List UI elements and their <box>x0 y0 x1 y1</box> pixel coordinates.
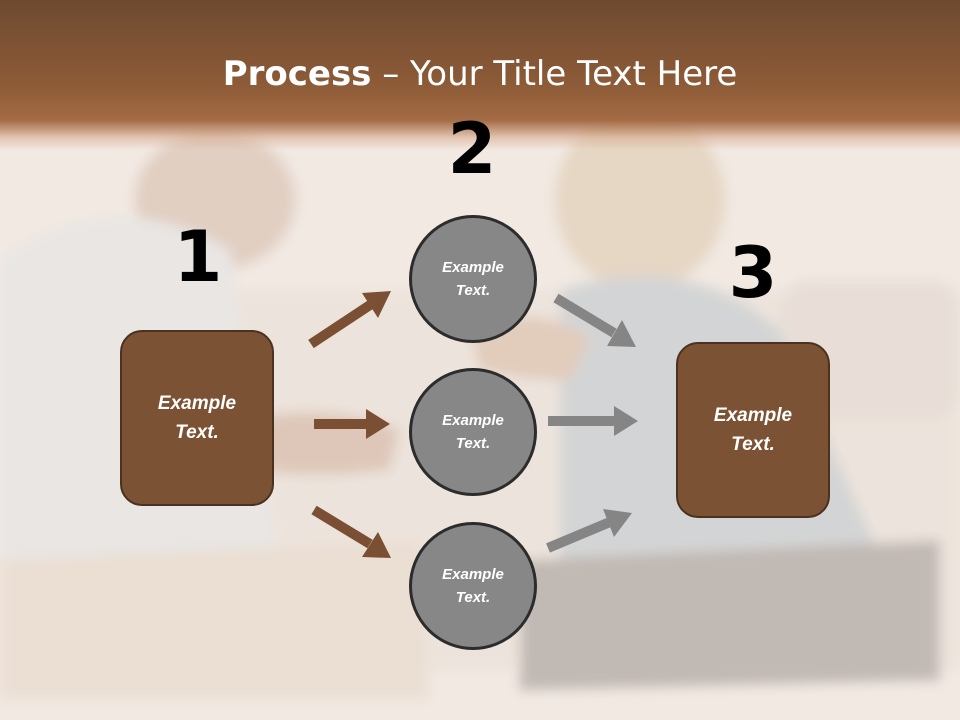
circle-2-line2: Text. <box>455 435 491 452</box>
circle-1-line2: Text. <box>455 282 491 299</box>
step-2-circle-2: Example Text. <box>409 368 537 496</box>
step-2-circle-1: Example Text. <box>409 215 537 343</box>
step-2-number: 2 <box>447 108 497 190</box>
step-1-box: Example Text. <box>120 330 274 506</box>
step-3-box-text: Example Text. <box>693 401 813 459</box>
title-rest: – Your Title Text Here <box>371 54 738 94</box>
title-band <box>0 0 960 150</box>
arrow-to-circle-1 <box>308 291 391 349</box>
arrow-to-circle-2 <box>314 409 390 439</box>
arrow-from-circle-3 <box>546 509 632 553</box>
step-3-box-line1: Example <box>713 405 793 426</box>
circle-3-text: Example Text. <box>423 563 523 609</box>
slide-title: Process – Your Title Text Here <box>0 52 960 96</box>
step-2-circle-3: Example Text. <box>409 522 537 650</box>
arrow-from-circle-1 <box>553 293 636 347</box>
step-1-box-text: Example Text. <box>137 389 257 447</box>
step-1-box-line1: Example <box>157 393 237 414</box>
circle-3-line2: Text. <box>455 589 491 606</box>
circle-3-line1: Example <box>442 566 504 583</box>
step-1-number: 1 <box>173 216 223 298</box>
step-3-number: 3 <box>728 232 778 314</box>
circle-1-line1: Example <box>442 259 504 276</box>
circle-2-text: Example Text. <box>423 409 523 455</box>
title-bold: Process <box>222 54 372 94</box>
arrow-from-circle-2 <box>548 406 638 436</box>
step-3-box: Example Text. <box>676 342 830 518</box>
circle-2-line1: Example <box>442 412 504 429</box>
circle-1-text: Example Text. <box>423 256 523 302</box>
arrow-to-circle-3 <box>311 505 391 558</box>
step-1-box-line2: Text. <box>175 422 219 443</box>
step-3-box-line2: Text. <box>731 434 775 455</box>
